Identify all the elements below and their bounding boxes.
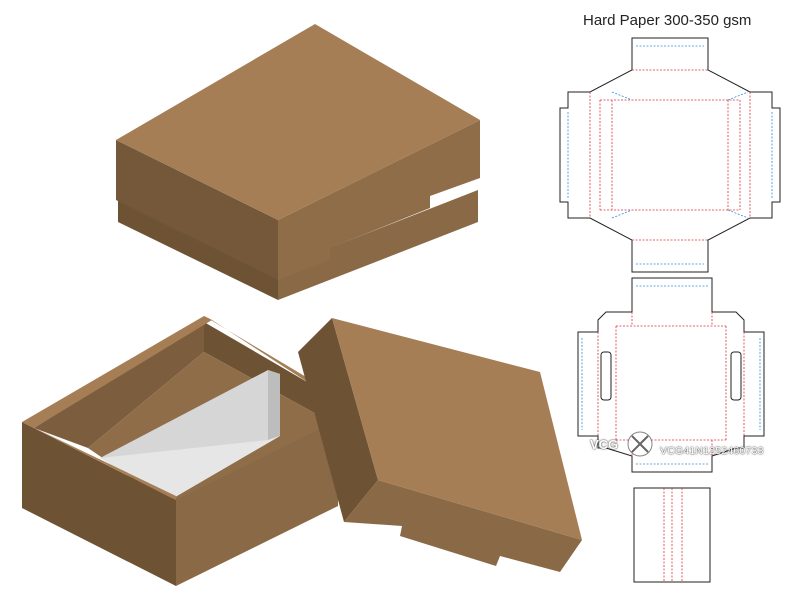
dieline-tray-cut <box>559 37 781 273</box>
lid-illustration <box>298 318 582 572</box>
base-right-wall <box>176 420 338 586</box>
dieline-tray-perforation <box>567 45 773 265</box>
dieline-tray <box>559 37 781 273</box>
dieline-base-crease <box>597 312 745 456</box>
dieline-insert-crease <box>663 488 683 582</box>
watermark-logo-icon <box>627 431 653 457</box>
dieline-base-handle-left <box>600 351 612 401</box>
base-rim-left <box>22 316 212 428</box>
dieline-insert <box>633 487 711 583</box>
lid-left-side <box>298 318 378 522</box>
insert-side <box>268 370 280 440</box>
closed-box-base-right <box>278 190 478 300</box>
closed-box-illustration <box>116 24 480 300</box>
dieline-base-handle-right <box>730 351 742 401</box>
page-title: Hard Paper 300-350 gsm <box>583 12 752 29</box>
dieline-base-perforation <box>581 285 761 465</box>
base-inner-back-left <box>34 322 204 448</box>
lid-top-face <box>332 318 582 540</box>
closed-box-lid-front <box>116 140 278 280</box>
lid-bottom-side <box>344 480 582 572</box>
watermark-id: VCG41N1252460733 <box>660 445 764 457</box>
open-base-illustration <box>22 316 338 586</box>
watermark-logo-text: VCG <box>590 437 619 452</box>
closed-box-lid-top <box>116 24 480 220</box>
dieline-tray-crease <box>589 69 751 241</box>
closed-box-lid-right <box>278 120 480 280</box>
base-front-wall <box>22 422 176 586</box>
